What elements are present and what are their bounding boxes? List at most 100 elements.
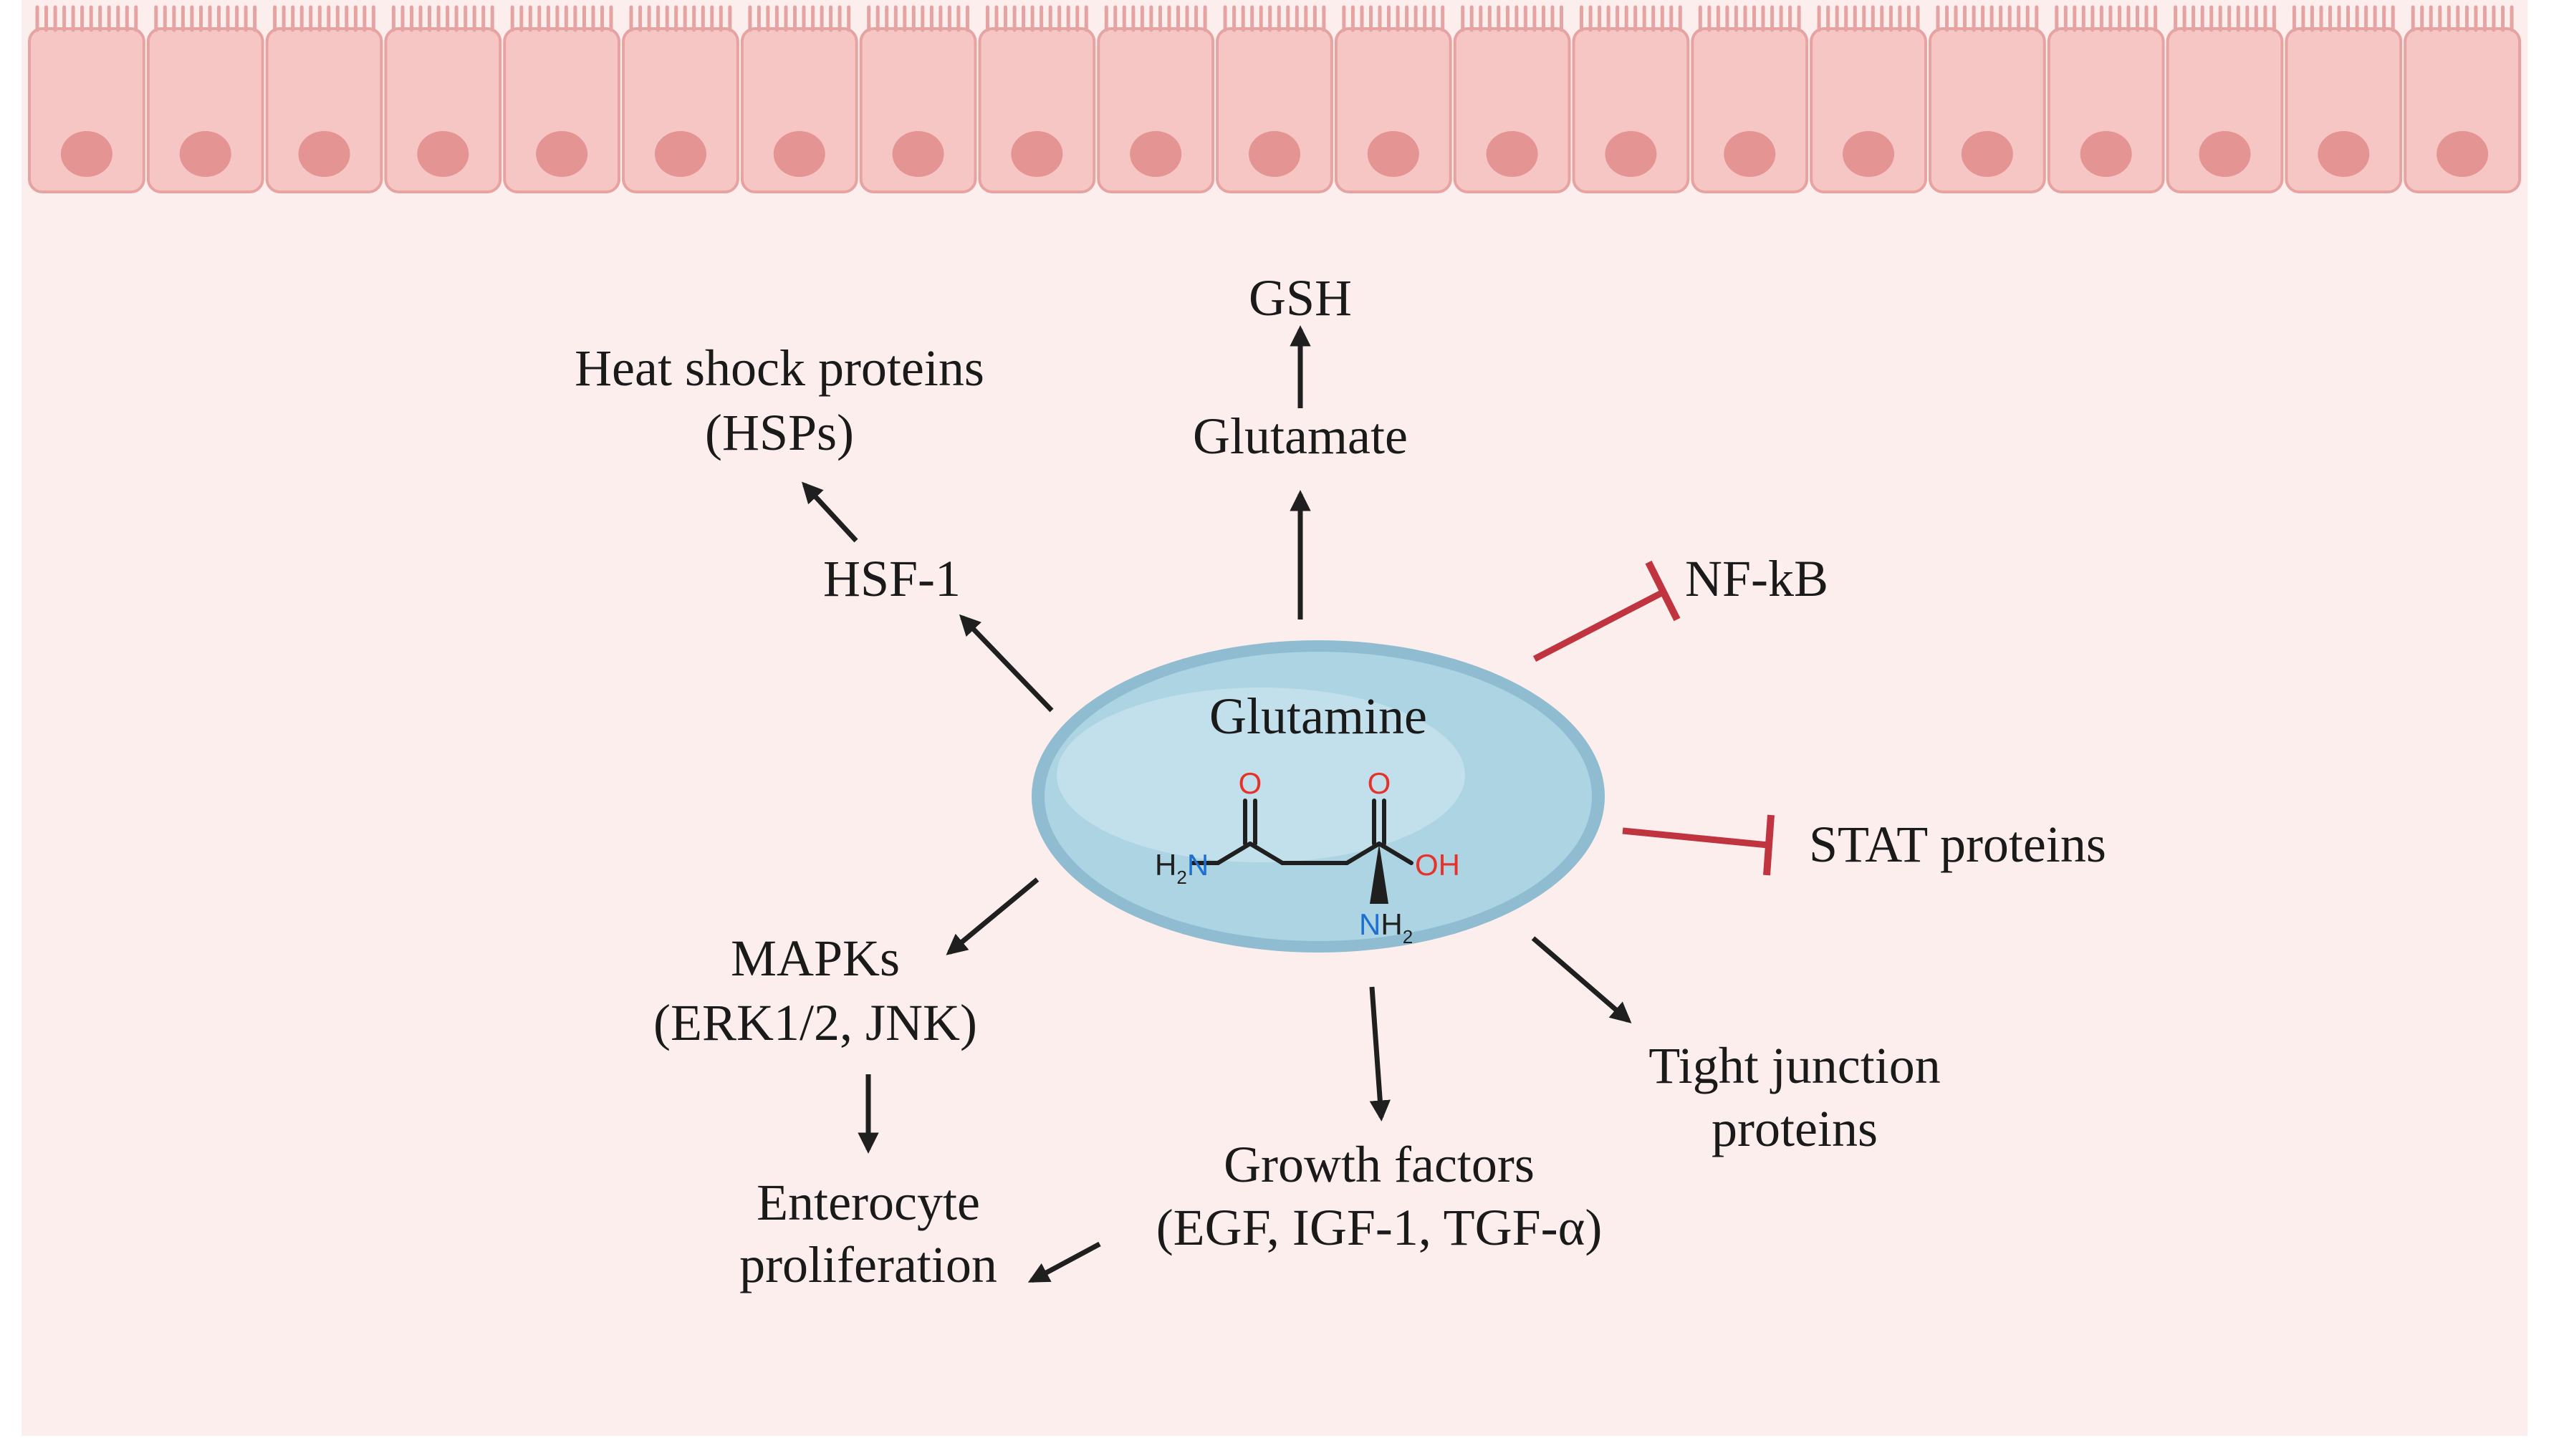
glutamine-node: Glutamine O O H2N OH NH2 [1032, 640, 1605, 953]
epithelial-cell [2285, 5, 2403, 193]
epithelial-cell [1572, 5, 1690, 193]
epithelial-cell [2047, 5, 2165, 193]
microvilli [154, 5, 257, 32]
cell-nucleus [179, 131, 231, 177]
wedge-bond [1370, 844, 1388, 904]
cell-body [265, 27, 383, 193]
microvilli [1698, 5, 1801, 32]
epithelial-cell [2404, 5, 2521, 193]
node-labels: GSH Glutamate Heat shock proteins (HSPs)… [575, 269, 2106, 1293]
oxygen-1: O [1239, 766, 1262, 800]
cell-body [2404, 27, 2521, 193]
epithelial-cell [384, 5, 502, 193]
inhibit-stat-bar [1763, 814, 1775, 876]
cell-body [1097, 27, 1215, 193]
hsf1-label: HSF-1 [823, 550, 961, 607]
arrow-growth-factors-to-enterocyte [1027, 1241, 1101, 1283]
cell-body [384, 27, 502, 193]
cell-nucleus [1130, 131, 1182, 177]
microvilli [510, 5, 613, 32]
alpha-n: N [1359, 907, 1381, 941]
inhibition-lines [1532, 560, 1775, 876]
cell-body [2047, 27, 2165, 193]
cell-nucleus [1961, 131, 2013, 177]
epithelial-cell [1216, 5, 1333, 193]
cell-nucleus [1249, 131, 1300, 177]
microvilli [748, 5, 851, 32]
cell-nucleus [654, 131, 706, 177]
alpha-nh2-label: NH2 [1359, 907, 1413, 948]
cell-body [503, 27, 621, 193]
cell-body [28, 27, 145, 193]
growth-factors-label-line1: Growth factors [1224, 1136, 1535, 1193]
microvilli [35, 5, 138, 32]
cell-body [1928, 27, 2046, 193]
arrow-hsf1-to-hsps [802, 481, 858, 543]
cell-nucleus [2318, 131, 2370, 177]
hsps-label-line2: (HSPs) [705, 404, 854, 461]
cell-nucleus [1367, 131, 1419, 177]
arrow-glutamine-to-mapks [946, 877, 1040, 955]
cell-body [1691, 27, 1809, 193]
microvilli [629, 5, 732, 32]
mapks-label-line1: MAPKs [731, 930, 900, 987]
cell-body [622, 27, 739, 193]
cell-nucleus [2199, 131, 2251, 177]
microvilli [2292, 5, 2395, 32]
microvilli [986, 5, 1088, 32]
epithelial-cell [740, 5, 858, 193]
growth-factors-label-line2: (EGF, IGF-1, TGF-α) [1156, 1199, 1603, 1256]
inhibit-nfkb-line [1532, 588, 1668, 662]
microvilli [1104, 5, 1207, 32]
epithelial-cell [1334, 5, 1452, 193]
microvilli [1342, 5, 1445, 32]
alpha-h: H [1381, 907, 1402, 941]
microvilli [273, 5, 375, 32]
microvilli [867, 5, 969, 32]
cell-nucleus [892, 131, 944, 177]
epithelial-cell [1928, 5, 2046, 193]
arrow-glutamine-to-tight-junction [1531, 936, 1632, 1023]
glutamine-structure [1191, 799, 1413, 865]
alpha-subscript: 2 [1403, 926, 1413, 948]
epithelial-cell [28, 5, 145, 193]
epithelial-cell [1810, 5, 1927, 193]
epithelial-cell [978, 5, 1096, 193]
cell-nucleus [2080, 131, 2132, 177]
epithelial-cell [1453, 5, 1571, 193]
cell-nucleus [536, 131, 588, 177]
oxygen-2: O [1368, 766, 1391, 800]
cell-body [978, 27, 1096, 193]
hydroxyl-label: OH [1415, 848, 1460, 882]
cell-nucleus [1486, 131, 1538, 177]
cell-nucleus [1011, 131, 1063, 177]
microvilli [1461, 5, 1563, 32]
glutamine-ellipse-highlight [1057, 688, 1465, 862]
enterocyte-label-line1: Enterocyte [757, 1174, 980, 1231]
cell-body [2166, 27, 2284, 193]
inhibit-stat-line [1622, 827, 1769, 849]
microvilli [2174, 5, 2276, 32]
amide-h: H [1155, 848, 1176, 882]
epithelial-cell [1691, 5, 1809, 193]
tight-junction-label-line1: Tight junction [1648, 1037, 1940, 1094]
glutamine-label: Glutamine [1209, 688, 1427, 745]
hsps-label-line1: Heat shock proteins [575, 339, 984, 397]
cell-body [859, 27, 977, 193]
cell-nucleus [417, 131, 469, 177]
cell-body [1810, 27, 1927, 193]
cell-nucleus [298, 131, 350, 177]
microvilli [2055, 5, 2158, 32]
epithelial-cell [146, 5, 264, 193]
cell-body [1334, 27, 1452, 193]
cell-nucleus [60, 131, 112, 177]
epithelial-cell [503, 5, 621, 193]
microvilli [1817, 5, 1920, 32]
epithelial-cell [622, 5, 739, 193]
epithelial-cell [859, 5, 977, 193]
amide-n: N [1187, 848, 1209, 882]
inhibit-nfkb-bar [1645, 560, 1681, 622]
microvilli [391, 5, 494, 32]
tight-junction-label-line2: proteins [1712, 1100, 1878, 1157]
